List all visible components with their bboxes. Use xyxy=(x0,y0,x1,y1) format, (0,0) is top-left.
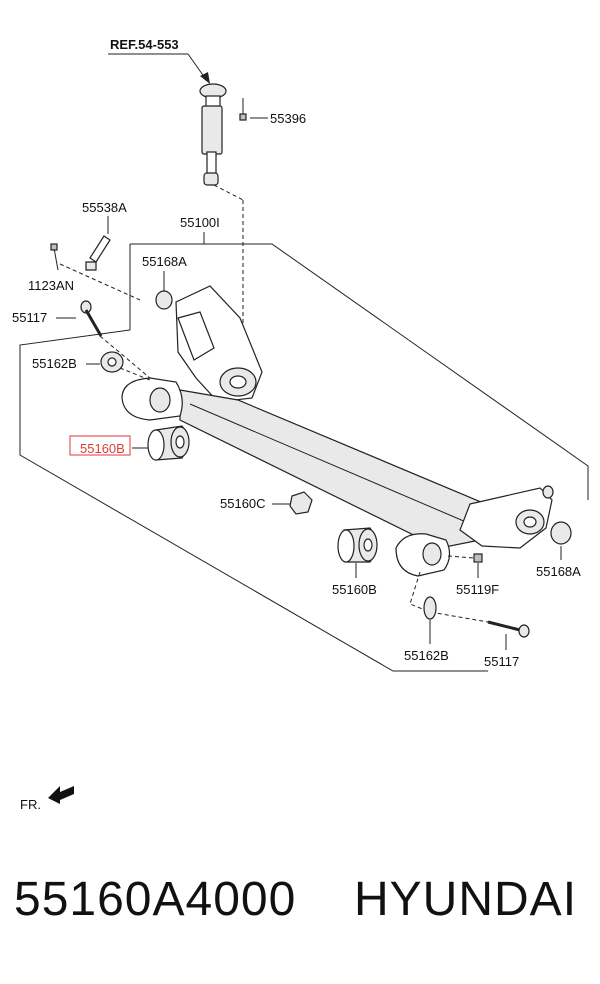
label-55396[interactable]: 55396 xyxy=(270,111,306,126)
leader-55117-left-dash xyxy=(99,335,151,379)
label-55162B-left[interactable]: 55162B xyxy=(32,356,77,371)
front-label: FR. xyxy=(20,797,41,812)
label-55160C[interactable]: 55160C xyxy=(220,496,266,511)
ref-leader xyxy=(187,53,206,79)
highlight-box-55160B xyxy=(69,435,131,456)
trailing-arm-right xyxy=(459,485,554,549)
bracket-55538A-foot xyxy=(85,261,97,271)
torsion-beam xyxy=(179,389,501,549)
bushing-housing-right xyxy=(395,533,451,577)
shock-absorber xyxy=(199,83,227,186)
bracket-55538A xyxy=(89,235,111,263)
shock-leader-dash xyxy=(213,184,244,201)
brand-name: HYUNDAI xyxy=(354,873,578,926)
label-55538A[interactable]: 55538A xyxy=(82,200,127,215)
label-55117-left[interactable]: 55117 xyxy=(12,310,47,325)
label-55168A-right[interactable]: 55168A xyxy=(536,564,581,579)
nut-55119F xyxy=(473,553,483,563)
clip-55160C xyxy=(289,491,313,515)
front-arrow-icon xyxy=(48,786,74,804)
bolt-55117-left xyxy=(80,300,103,337)
label-55160B-right[interactable]: 55160B xyxy=(332,582,377,597)
bushing-55160B-left xyxy=(147,425,190,461)
bolt-1123AN xyxy=(50,243,59,271)
cap-55168A-top xyxy=(155,290,173,310)
washer-55162B-left-hole xyxy=(107,357,117,367)
label-55119F[interactable]: 55119F xyxy=(456,582,499,597)
label-55162B-right[interactable]: 55162B xyxy=(404,648,449,663)
label-55117-right[interactable]: 55117 xyxy=(484,654,519,669)
bushing-55160B-right xyxy=(337,527,378,563)
leader-1123AN-dash xyxy=(59,263,141,301)
ref-arrowhead xyxy=(200,72,210,84)
caption: 55160A4000 HYUNDAI xyxy=(0,872,600,952)
ref-label[interactable]: REF.54-553 xyxy=(110,37,179,52)
cap-55168A-right xyxy=(550,521,572,545)
axle-outline-left xyxy=(19,244,488,672)
part-number: 55160A4000 xyxy=(14,873,297,926)
bushing-housing-left xyxy=(121,377,183,421)
label-55168A-top[interactable]: 55168A xyxy=(142,254,187,269)
axle-outline-top xyxy=(130,243,589,500)
leader-55162B-left-dash xyxy=(119,367,151,381)
bolt-55396 xyxy=(239,98,247,121)
label-1123AN[interactable]: 1123AN xyxy=(28,278,74,293)
leader-55119F-dash xyxy=(447,555,475,559)
trailing-arm-left xyxy=(175,285,263,403)
label-55160B-highlight[interactable]: 55160B xyxy=(80,441,125,456)
washer-55162B-right xyxy=(423,596,437,620)
bolt-55117-right xyxy=(487,620,530,638)
leader-right-bolt-dash xyxy=(409,571,489,623)
label-55100I[interactable]: 55100I xyxy=(180,215,220,230)
